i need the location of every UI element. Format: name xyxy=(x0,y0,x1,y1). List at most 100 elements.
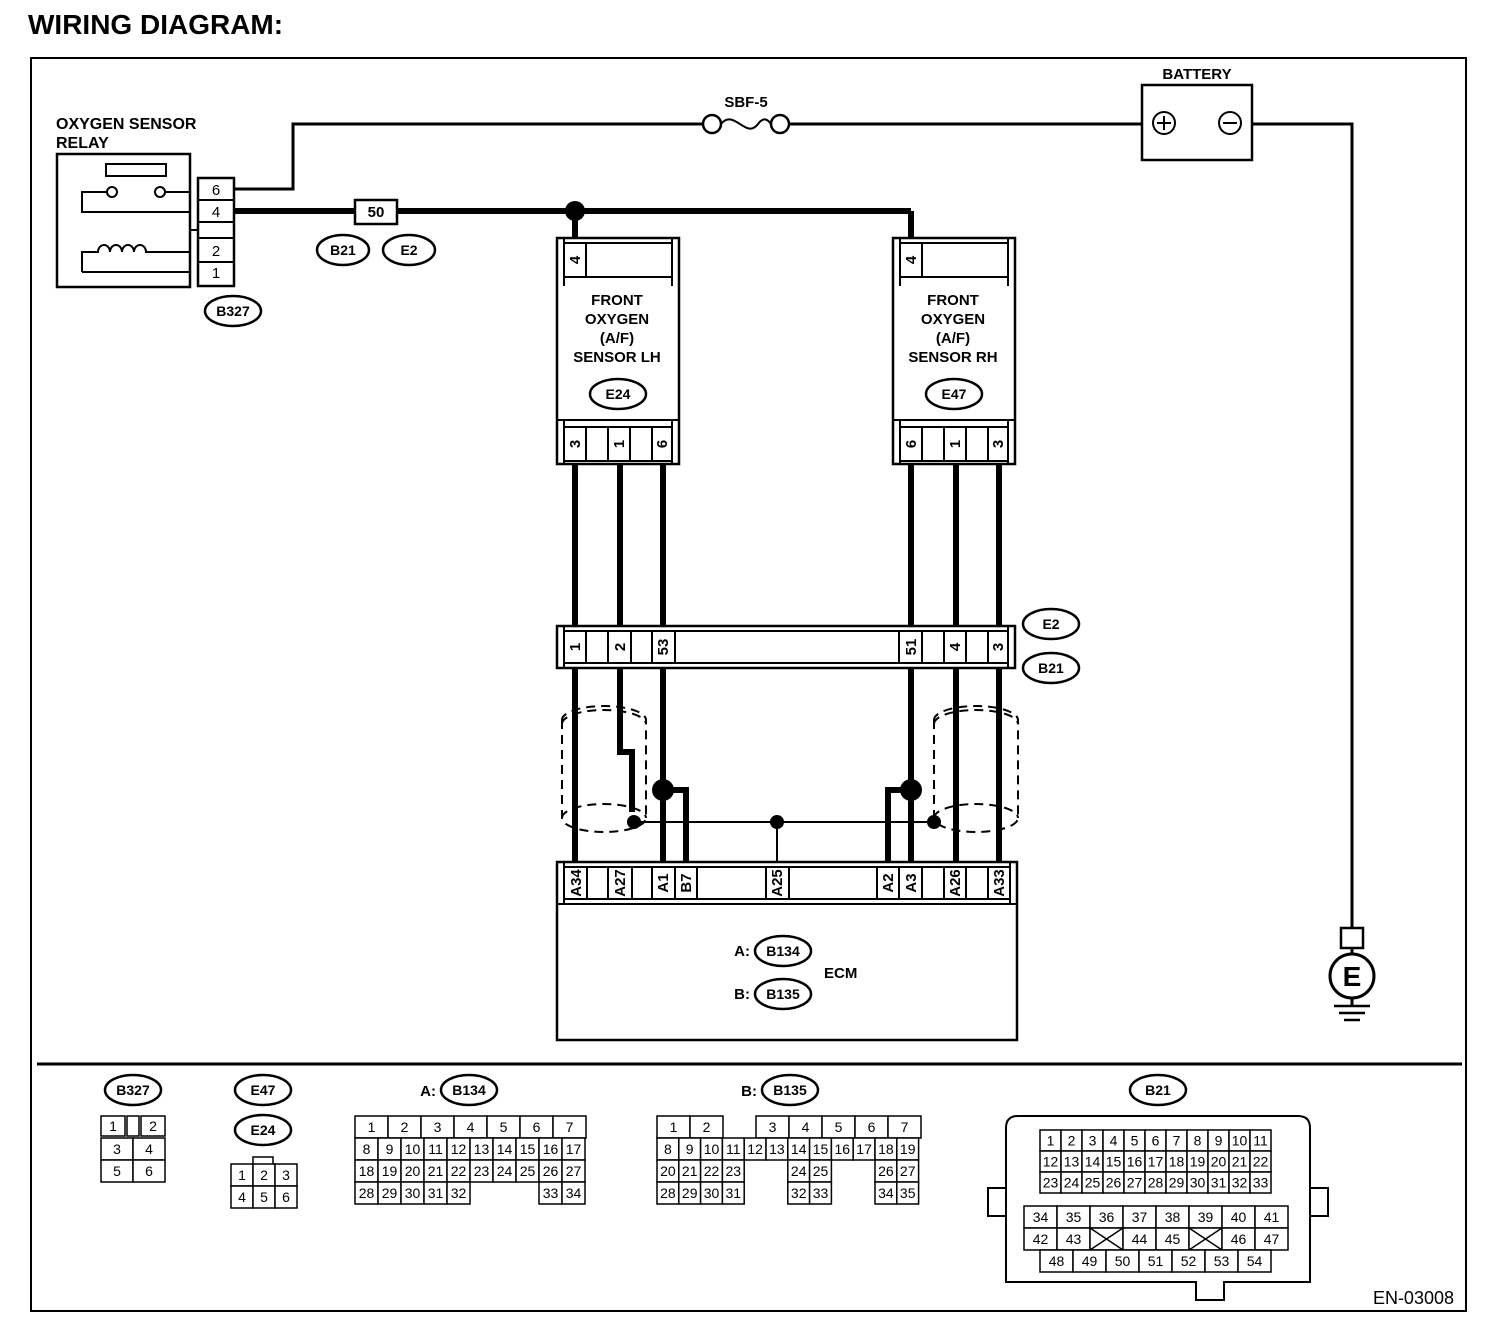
battery-label: BATTERY xyxy=(1162,66,1231,83)
connector-pin-number: 31 xyxy=(1211,1175,1227,1191)
svg-text:(A/F): (A/F) xyxy=(936,330,970,347)
connector-pin-number: 49 xyxy=(1082,1253,1098,1269)
svg-text:B21: B21 xyxy=(1038,660,1064,676)
ecm-label: ECM xyxy=(824,965,857,982)
connector-pin-number: 6 xyxy=(868,1119,876,1135)
connector-pin-number: 9 xyxy=(1215,1133,1223,1149)
svg-text:(A/F): (A/F) xyxy=(600,330,634,347)
connector-pin-number: 33 xyxy=(543,1185,559,1201)
svg-text:4: 4 xyxy=(947,642,964,651)
legend-badge-b134 xyxy=(439,1073,499,1107)
relay-body xyxy=(55,152,192,289)
connector-badge-b327 xyxy=(203,294,263,328)
blocked-pin-mark xyxy=(1188,1227,1223,1251)
connector-badge-text: B327 xyxy=(216,303,250,319)
svg-text:E2: E2 xyxy=(400,242,417,258)
connector-badge-e2 xyxy=(1021,607,1081,641)
connector-pin-number: 5 xyxy=(835,1119,843,1135)
svg-text:53: 53 xyxy=(655,639,672,656)
connector-pin-number: 5 xyxy=(500,1119,508,1135)
connector-pin-number: 19 xyxy=(1190,1154,1206,1170)
connector-pin-number: 20 xyxy=(1211,1154,1227,1170)
connector-badge-b135 xyxy=(753,977,813,1011)
connector-pin-number: 28 xyxy=(1148,1175,1164,1191)
oxygen-sensor-relay: OXYGEN SENSOR RELAY 6 4 2 1 B327 xyxy=(55,116,263,328)
connector-pin-number: 3 xyxy=(1089,1133,1097,1149)
connector-pin-number: 25 xyxy=(520,1163,536,1179)
connector-pin-number: 36 xyxy=(1099,1209,1115,1225)
connector-pin-cell xyxy=(721,1181,745,1205)
connector-pin-cell xyxy=(132,1159,166,1183)
connector-pin-number: 50 xyxy=(1115,1253,1131,1269)
connector-pin-number: 20 xyxy=(660,1163,676,1179)
connector-pin-number: 1 xyxy=(238,1167,246,1183)
svg-text:A26: A26 xyxy=(947,869,964,897)
connector-pin-number: 5 xyxy=(113,1163,121,1179)
connector-pin-number: 28 xyxy=(359,1185,375,1201)
connector-pin-number: 4 xyxy=(1110,1133,1118,1149)
connector-pin-number: 27 xyxy=(566,1163,582,1179)
splice-point xyxy=(565,201,585,221)
connector-pin-number: 16 xyxy=(835,1141,851,1157)
relay-pin: 1 xyxy=(212,265,220,282)
connector-pin-number: 51 xyxy=(1148,1253,1164,1269)
legend-badge-e47 xyxy=(233,1073,293,1107)
ecm-signal-wires xyxy=(572,668,1002,862)
junction-dots xyxy=(627,779,941,829)
connector-pin-number: 30 xyxy=(1190,1175,1206,1191)
connector-pin-number: 28 xyxy=(660,1185,676,1201)
power-wire xyxy=(232,122,1354,928)
connector-pin-number: 2 xyxy=(703,1119,711,1135)
connector-pin-number: 27 xyxy=(900,1163,916,1179)
connector-pin-cell xyxy=(126,1115,140,1137)
document-code: EN-03008 xyxy=(1373,1288,1454,1308)
connector-pin-number: 25 xyxy=(813,1163,829,1179)
connector-pin-number: 30 xyxy=(704,1185,720,1201)
svg-text:OXYGEN: OXYGEN xyxy=(585,311,649,328)
connector-pin-number: 10 xyxy=(1232,1133,1248,1149)
connector-pin-number: 33 xyxy=(1253,1175,1269,1191)
connector-badge-b134 xyxy=(753,934,813,968)
connector-pin-number: 11 xyxy=(726,1141,741,1157)
sensor-signal-wires xyxy=(572,464,1002,626)
connector-pin-number: 3 xyxy=(769,1119,777,1135)
svg-text:A27: A27 xyxy=(612,869,629,897)
ground-label: E xyxy=(1343,961,1362,992)
svg-text:B21: B21 xyxy=(1145,1082,1171,1098)
connector-pin-number: 41 xyxy=(1264,1209,1280,1225)
svg-text:A2: A2 xyxy=(880,873,897,892)
connector-pin-number: 22 xyxy=(704,1163,720,1179)
connector-pin-number: 42 xyxy=(1033,1231,1049,1247)
connector-pin-number: 7 xyxy=(901,1119,909,1135)
connector-pin-number: 3 xyxy=(113,1141,121,1157)
svg-text:2: 2 xyxy=(612,643,629,651)
fuse-sbf5: SBF-5 xyxy=(701,94,791,135)
connector-pin-number: 9 xyxy=(386,1141,394,1157)
svg-text:B327: B327 xyxy=(116,1082,150,1098)
connector-pin-number: 21 xyxy=(682,1163,698,1179)
connector-pin-number: 18 xyxy=(1169,1154,1185,1170)
svg-text:3: 3 xyxy=(567,440,584,448)
connector-pin-number: 4 xyxy=(802,1119,810,1135)
connector-pin-number: 54 xyxy=(1247,1253,1263,1269)
connector-pin-number: 32 xyxy=(791,1185,807,1201)
connector-pin-number: 19 xyxy=(900,1141,916,1157)
svg-text:B:: B: xyxy=(734,986,750,1003)
connector-pin-number: 11 xyxy=(1253,1133,1268,1149)
legend-badge-e24 xyxy=(233,1113,293,1147)
relay-label-line2: RELAY xyxy=(56,135,109,152)
svg-text:E24: E24 xyxy=(606,386,631,402)
svg-text:E24: E24 xyxy=(251,1122,276,1138)
relay-contact-arm xyxy=(105,163,167,177)
front-oxygen-sensor-lh: 4 FRONT OXYGEN (A/F) SENSOR LH E24 3 1 6 xyxy=(555,236,681,466)
connector-pin-number: 48 xyxy=(1049,1253,1065,1269)
svg-text:E2: E2 xyxy=(1042,616,1059,632)
connector-badge-e47 xyxy=(924,377,984,411)
connector-pin-number: 5 xyxy=(1131,1133,1139,1149)
sensor-lh-top-pin: 4 xyxy=(567,255,584,264)
connector-pin-number: 35 xyxy=(900,1185,916,1201)
connector-pin-number: 8 xyxy=(664,1141,672,1157)
connector-pin-number: 1 xyxy=(670,1119,678,1135)
connector-pin-number: 17 xyxy=(856,1141,872,1157)
connector-pin-cell xyxy=(896,1181,920,1205)
